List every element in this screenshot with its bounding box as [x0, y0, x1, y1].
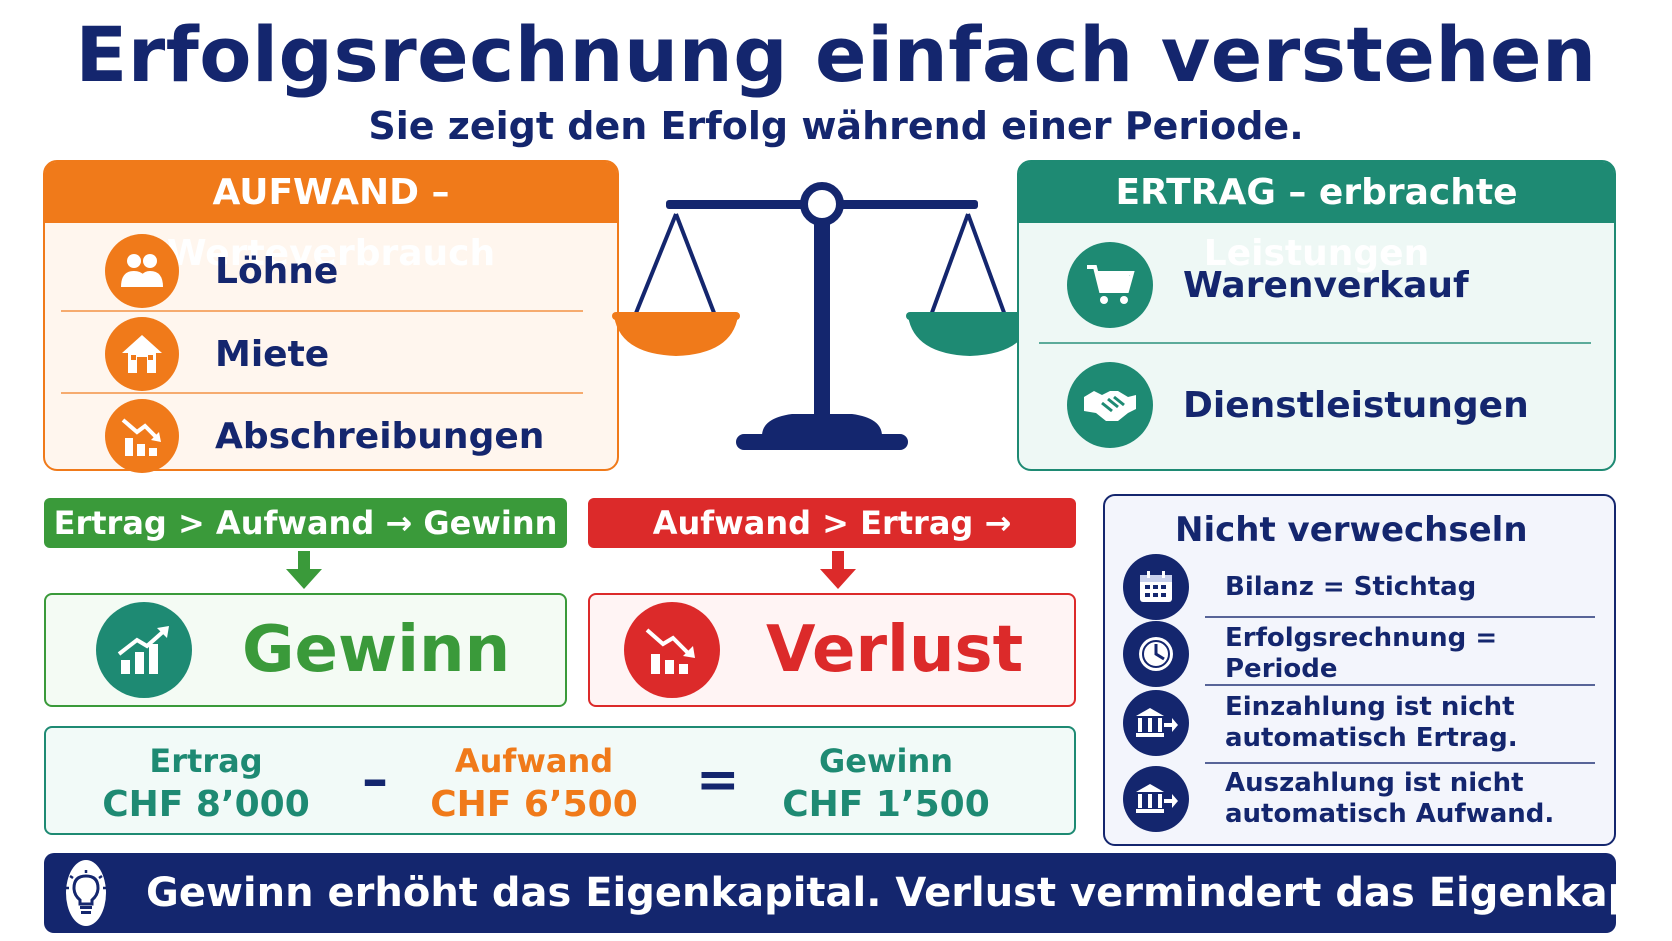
nv-item-line1: Einzahlung ist nicht [1225, 692, 1515, 722]
bank-in-icon [1123, 690, 1189, 756]
verlust-result-box: Verlust [588, 593, 1076, 707]
nv-item-line2: automatisch Aufwand. [1225, 799, 1555, 829]
arrow-down-icon [820, 551, 856, 589]
aufwand-heading: AUFWAND – Werteverbrauch [45, 162, 617, 274]
lightbulb-icon [66, 860, 106, 926]
formula-gewinn-value: CHF 1’500 [782, 784, 990, 825]
nv-item-text: Auszahlung ist nicht automatisch Aufwand… [1225, 768, 1554, 830]
aufwand-item-label: Abschreibungen [215, 415, 545, 457]
gewinn-result-box: Gewinn [44, 593, 567, 707]
nv-item-erfolgsrechnung: Erfolgsrechnung = Periode [1123, 621, 1614, 687]
formula-aufwand-value: CHF 6’500 [430, 784, 638, 825]
equals-operator: = [696, 750, 740, 810]
formula-gewinn: Gewinn CHF 1’500 [756, 742, 1016, 825]
verlust-label: Verlust [766, 613, 1024, 687]
nv-item-text: Bilanz = Stichtag [1225, 572, 1476, 603]
formula-aufwand-label: Aufwand [454, 742, 614, 780]
aufwand-item-label: Löhne [215, 250, 339, 292]
divider [1039, 342, 1591, 344]
nicht-verwechseln-heading: Nicht verwechseln [1175, 510, 1528, 550]
nv-item-line1: Erfolgsrechnung = Periode [1225, 623, 1498, 684]
divider [61, 392, 583, 394]
formula-box: Ertrag CHF 8’000 – Aufwand CHF 6’500 = G… [44, 726, 1076, 835]
cart-icon [1067, 242, 1153, 328]
ertrag-panel: ERTRAG – erbrachte Leistungen Warenverka… [1017, 160, 1616, 471]
nv-item-text: Einzahlung ist nicht automatisch Ertrag. [1225, 692, 1518, 754]
ertrag-item-dienstleistungen: Dienstleistungen [1067, 362, 1529, 448]
handshake-icon [1067, 362, 1153, 448]
declining-chart-icon [624, 602, 720, 698]
formula-ertrag-value: CHF 8’000 [102, 784, 310, 825]
declining-chart-icon [105, 399, 179, 473]
verlust-rule-banner: Aufwand > Ertrag → Verlust [588, 498, 1076, 592]
bank-out-icon [1123, 766, 1189, 832]
divider [1205, 616, 1595, 618]
nicht-verwechseln-panel: Nicht verwechseln Bilanz = Stichtag Erfo… [1103, 494, 1616, 846]
aufwand-item-abschreibungen: Abschreibungen [105, 399, 544, 473]
nv-item-line2: automatisch Ertrag. [1225, 723, 1518, 753]
page-title: Erfolgsrechnung einfach verstehen [75, 10, 1597, 99]
formula-ertrag: Ertrag CHF 8’000 [86, 742, 326, 825]
aufwand-item-loehne: Löhne [105, 234, 338, 308]
formula-aufwand: Aufwand CHF 6’500 [414, 742, 654, 825]
ertrag-item-label: Dienstleistungen [1183, 384, 1529, 426]
nv-item-auszahlung: Auszahlung ist nicht automatisch Aufwand… [1123, 766, 1554, 832]
calendar-icon [1123, 554, 1189, 620]
aufwand-panel: AUFWAND – Werteverbrauch Löhne Miete Abs… [43, 160, 619, 473]
people-icon [105, 234, 179, 308]
ertrag-item-label: Warenverkauf [1183, 264, 1469, 306]
divider [61, 310, 583, 312]
clock-icon [1123, 621, 1189, 687]
growth-chart-icon [96, 602, 192, 698]
nv-item-line1: Auszahlung ist nicht [1225, 768, 1524, 798]
footer-banner: Gewinn erhöht das Eigenkapital. Verlust … [44, 853, 1672, 933]
footer-text: Gewinn erhöht das Eigenkapital. Verlust … [146, 870, 1672, 916]
ertrag-item-warenverkauf: Warenverkauf [1067, 242, 1469, 328]
minus-operator: – [362, 750, 388, 810]
page-subtitle: Sie zeigt den Erfolg während einer Perio… [368, 104, 1304, 148]
aufwand-item-miete: Miete [105, 317, 329, 391]
divider [1205, 684, 1595, 686]
nv-item-text: Erfolgsrechnung = Periode [1225, 623, 1614, 685]
aufwand-item-label: Miete [215, 333, 330, 375]
nv-item-bilanz: Bilanz = Stichtag [1123, 554, 1476, 620]
arrow-down-icon [286, 551, 322, 589]
house-icon [105, 317, 179, 391]
divider [1205, 762, 1595, 764]
gewinn-rule-banner: Ertrag > Aufwand → Gewinn [44, 498, 567, 548]
formula-ertrag-label: Ertrag [149, 742, 263, 780]
nv-item-line1: Bilanz = Stichtag [1225, 571, 1477, 602]
balance-scale-icon [612, 182, 1032, 450]
nv-item-einzahlung: Einzahlung ist nicht automatisch Ertrag. [1123, 690, 1518, 756]
ertrag-heading: ERTRAG – erbrachte Leistungen [1019, 162, 1614, 274]
gewinn-label: Gewinn [242, 613, 511, 687]
formula-gewinn-label: Gewinn [818, 742, 954, 780]
